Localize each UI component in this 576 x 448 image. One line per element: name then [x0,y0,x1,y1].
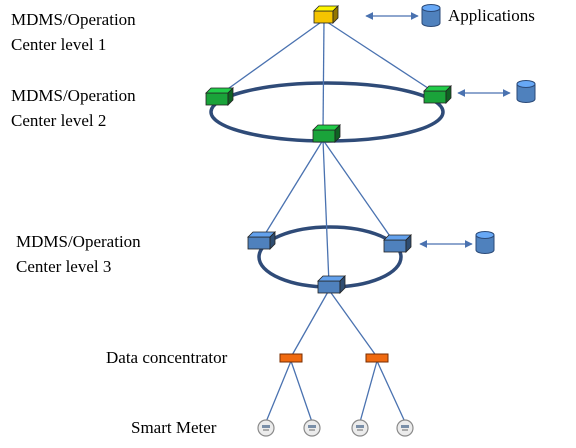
level1-label-line1: MDMS/Operation [11,10,136,29]
level3-node-right [383,234,412,253]
level3-node-left [247,231,276,250]
level2-label-line1: MDMS/Operation [11,86,136,105]
links-level1 [217,19,438,423]
smart-meter-1-icon [257,419,275,437]
level2-node-center [312,124,341,143]
level3-label-line1: MDMS/Operation [16,232,141,251]
smart-meter-3-icon [351,419,369,437]
smart-meter-4-icon [396,419,414,437]
smart-meter-label: Smart Meter [131,418,217,437]
level1-node [313,5,339,24]
database-applications-icon [421,4,441,27]
database-level2-icon [516,80,536,103]
level3-node-bottom [317,275,346,294]
data-concentrator-2 [365,353,389,363]
database-level3-icon [475,231,495,254]
level2-node-left [205,87,234,106]
data-concentrator-1 [279,353,303,363]
smart-meter-2-icon [303,419,321,437]
data-concentrator-label: Data concentrator [106,348,228,367]
level1-label-line2: Center level 1 [11,35,107,54]
applications-label: Applications [448,6,535,25]
level3-label-line2: Center level 3 [16,257,112,276]
level2-node-right [423,85,452,104]
level2-label-line2: Center level 2 [11,111,107,130]
